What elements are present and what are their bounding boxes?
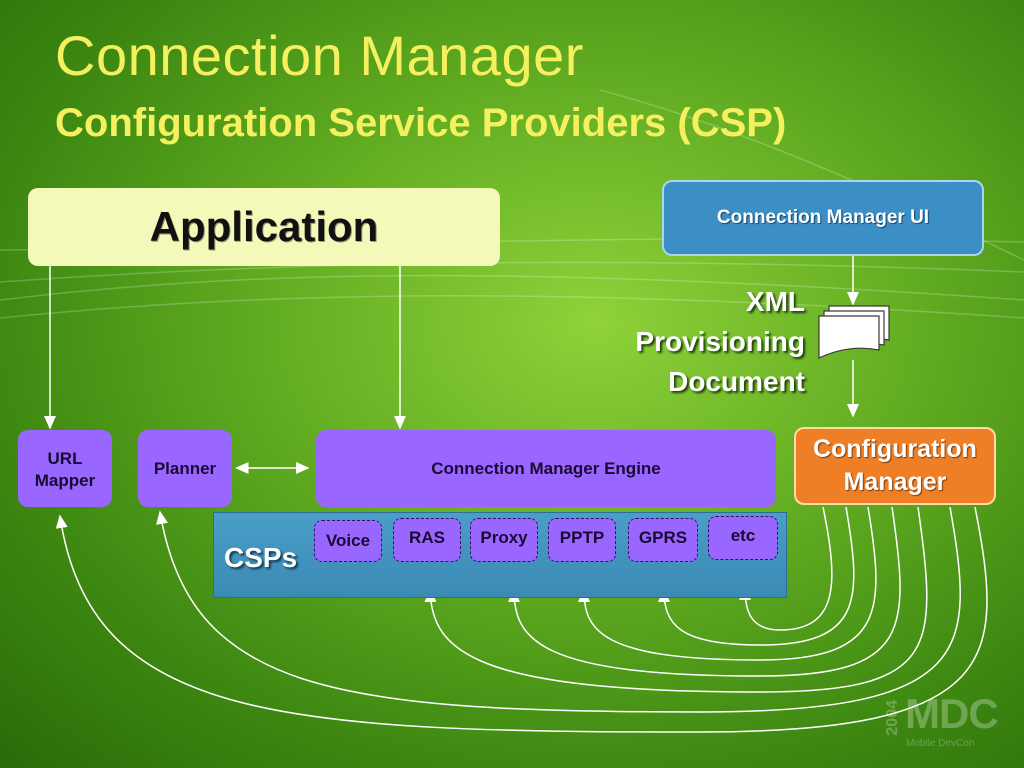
connection-manager-engine-box: Connection Manager Engine [316,430,776,507]
page-subtitle: Configuration Service Providers (CSP) [55,101,787,145]
watermark-subtitle: Mobile DevCon [906,738,975,749]
xml-document-icon [818,305,890,359]
watermark-year: 2004 [884,700,901,736]
config-manager-line1: Configuration [813,435,977,463]
connection-manager-ui-box: Connection Manager UI [662,180,984,256]
xml-label-line2: Provisioning [635,326,805,357]
xml-provisioning-document-label: XML Provisioning Document [545,282,805,402]
csp-chip-ras: RAS [393,518,461,562]
url-mapper-line2: Mapper [34,470,96,490]
mdc-logo: MDC [905,690,999,737]
csp-chip-gprs: GPRS [628,518,698,562]
configuration-manager-box: Configuration Manager [794,427,996,505]
planner-box: Planner [138,430,232,507]
page-title: Connection Manager [55,24,584,87]
xml-label-line3: Document [668,366,805,397]
csp-chip-voice: Voice [314,520,382,562]
csp-label: CSPs [224,542,298,573]
application-box: Application [28,188,500,266]
csp-chip-etc: etc [708,516,778,560]
config-manager-line2: Manager [843,468,947,496]
url-mapper-line1: URL [47,448,83,468]
url-mapper-box: URL Mapper [18,430,112,507]
xml-label-line1: XML [745,286,805,317]
csp-chip-pptp: PPTP [548,518,616,562]
csp-chip-proxy: Proxy [470,518,538,562]
